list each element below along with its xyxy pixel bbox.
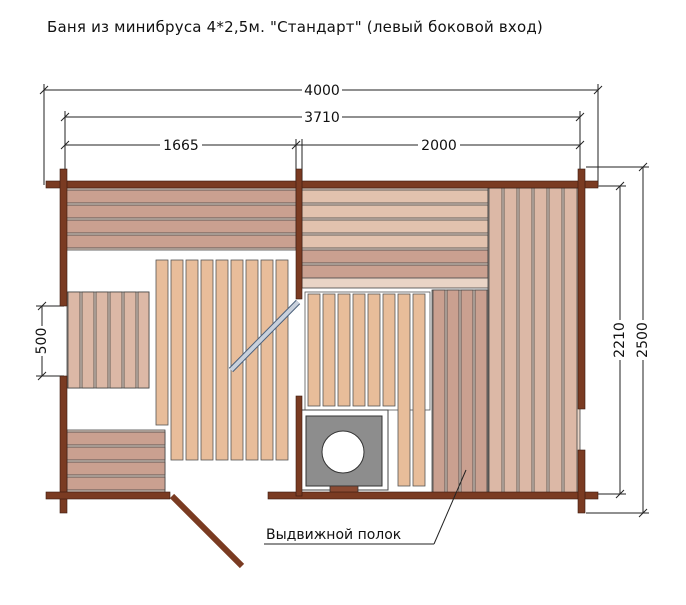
glass-door [228,299,301,373]
dim-overall-width: 2500 [635,322,651,358]
dim-inner-width: 2210 [612,322,628,358]
floor-grate-left [155,259,289,461]
sliding-shelf [431,289,489,495]
bench-door-side [66,291,150,389]
callout-label: Выдвижной полок [266,527,401,543]
walls [45,168,599,514]
callout-sliding-shelf: Выдвижной полок [264,469,467,545]
dim-room-right: 2000 [421,138,457,154]
bench-bottom-left [66,429,166,493]
entrance-door [169,493,245,569]
dimension-labels: 4000 3710 1665 2000 500 2210 2500 [34,81,651,360]
bench-top-right [301,187,491,289]
page-title: Баня из минибруса 4*2,5м. "Стандарт" (ле… [47,18,543,36]
floor-grate-right [304,291,431,487]
bench-top-left [65,187,297,251]
stove-tank-icon [321,430,365,474]
dim-inner-length: 3710 [304,110,340,126]
dim-overall-length: 4000 [304,83,340,99]
stove [299,409,389,499]
dim-door-width: 500 [34,328,50,355]
dim-room-left: 1665 [163,138,199,154]
bench-vertical-right [487,187,581,495]
